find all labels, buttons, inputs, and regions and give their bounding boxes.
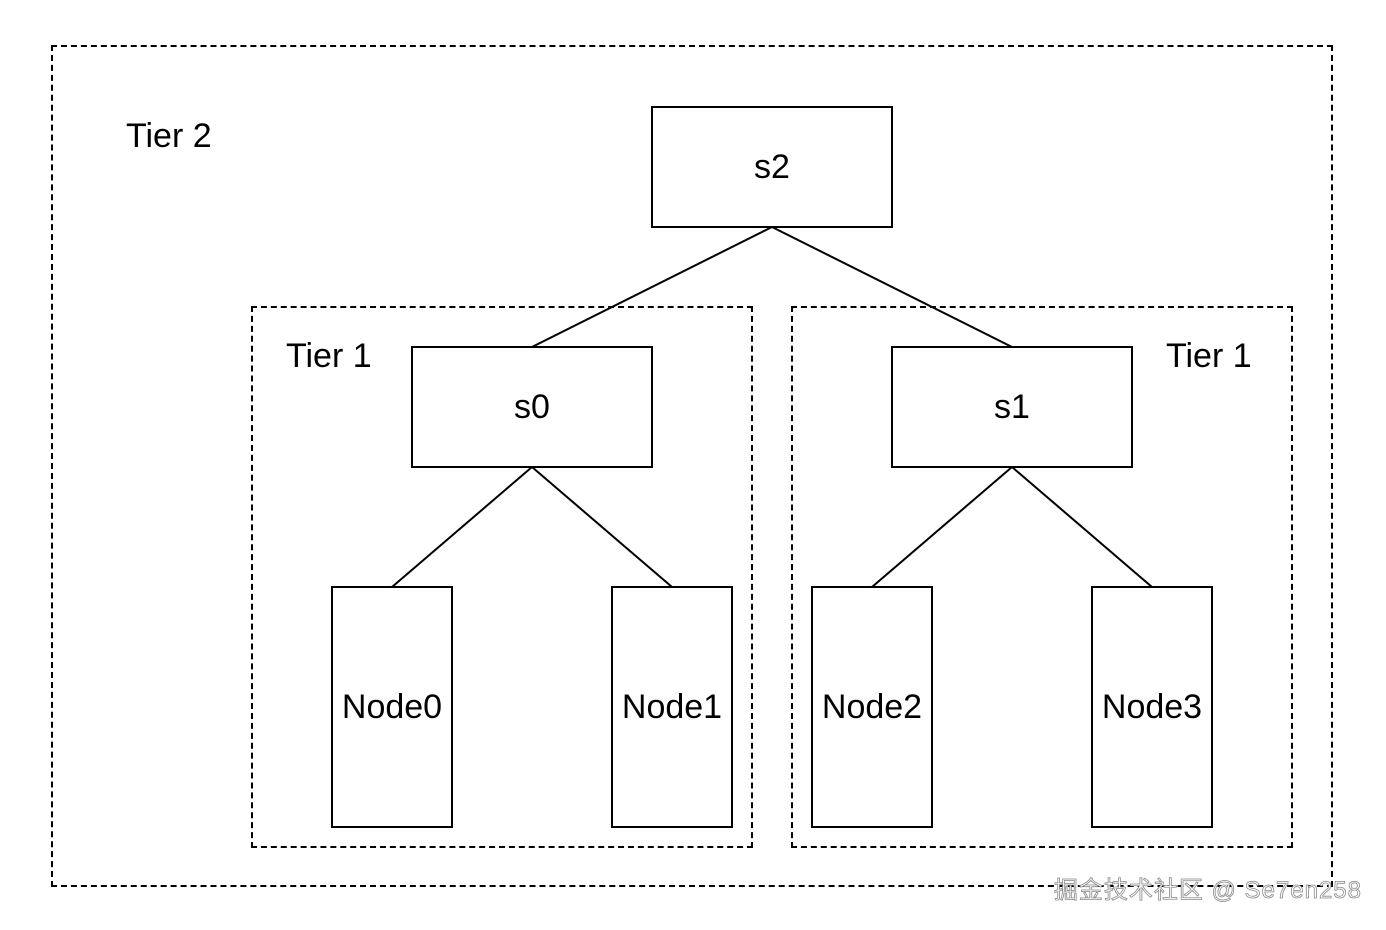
- node-1: Node1: [611, 586, 733, 828]
- edge-s0-node1: [531, 466, 673, 588]
- edge-s1-node3: [1011, 466, 1153, 588]
- tier2-boundary: [51, 45, 1333, 887]
- switch-s1: s1: [891, 346, 1133, 468]
- watermark-text: 掘金技术社区 @ Se7en258: [1053, 877, 1362, 905]
- edge-s2-s0: [531, 226, 773, 348]
- node-0: Node0: [331, 586, 453, 828]
- tier1-left-boundary: [251, 306, 753, 848]
- switch-s0: s0: [411, 346, 653, 468]
- node-2: Node2: [811, 586, 933, 828]
- edge-s1-node2: [871, 466, 1013, 588]
- switch-s2: s2: [651, 106, 893, 228]
- tier1-left-label: Tier 1: [286, 337, 372, 375]
- edge-s0-node0: [391, 466, 533, 588]
- tier2-label: Tier 2: [126, 117, 212, 155]
- tier1-right-boundary: [791, 306, 1293, 848]
- node-3: Node3: [1091, 586, 1213, 828]
- edge-s2-s1: [771, 226, 1013, 348]
- tier1-right-label: Tier 1: [1166, 337, 1252, 375]
